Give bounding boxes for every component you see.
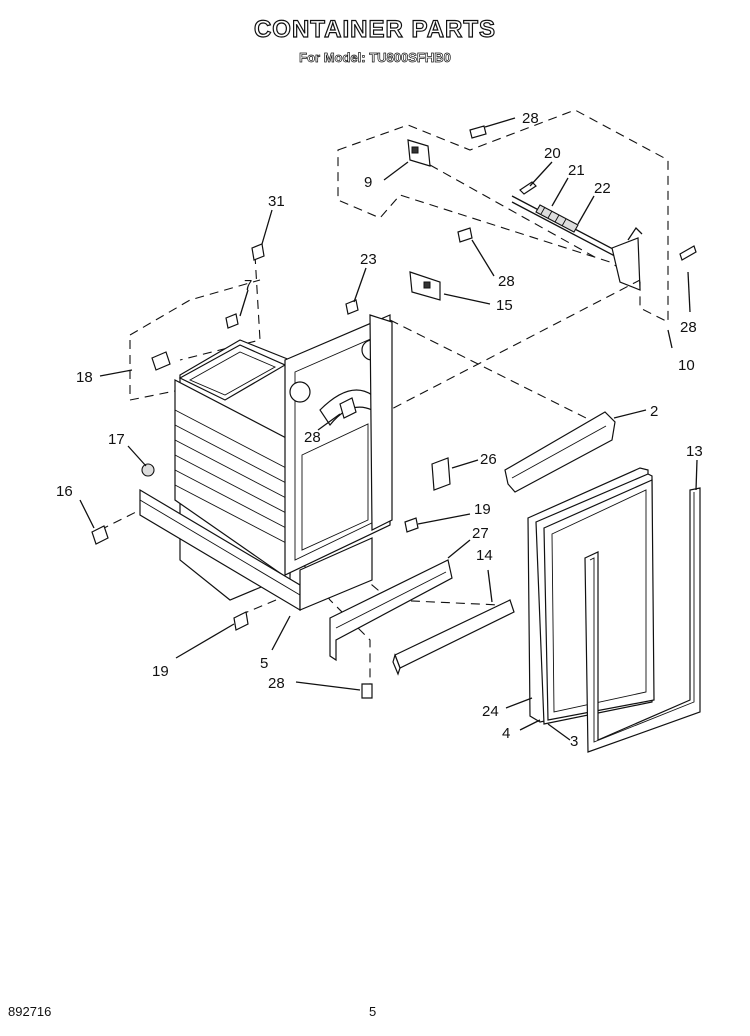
page-title: CONTAINER PARTS (253, 15, 497, 43)
bracket-part-27 (329, 559, 453, 662)
clip-part-26 (431, 457, 451, 491)
callout-22: 22 (594, 180, 611, 197)
callout-18: 18 (76, 369, 93, 386)
callout-28-mid: 28 (498, 273, 515, 290)
callout-31: 31 (268, 193, 285, 210)
handle-part-14 (392, 599, 515, 676)
callout-9: 9 (364, 174, 372, 191)
document-number: 892716 (8, 1004, 52, 1019)
screw-part-19-a (404, 517, 419, 533)
leader-lines (79, 117, 698, 741)
callout-27: 27 (472, 525, 489, 542)
callout-16: 16 (56, 483, 73, 500)
page-number: 5 (369, 1004, 377, 1019)
callout-20: 20 (544, 145, 561, 162)
callout-17: 17 (108, 431, 125, 448)
callout-7: 7 (244, 277, 252, 294)
callout-26: 26 (480, 451, 497, 468)
callout-2: 2 (650, 403, 658, 420)
callout-4: 4 (502, 725, 510, 742)
hinge-bracket-part-9 (407, 139, 431, 167)
spring-rod-assembly (511, 181, 643, 291)
callout-19-a: 19 (474, 501, 491, 518)
callout-15: 15 (496, 297, 513, 314)
container-cabinet (91, 243, 393, 612)
screw-part-28-top (469, 125, 487, 139)
callout-28-bottom: 28 (268, 675, 285, 692)
model-subtitle: For Model: TU800SFHB0 (299, 50, 451, 66)
callout-3: 3 (570, 733, 578, 750)
callout-14: 14 (476, 547, 493, 564)
callout-5: 5 (260, 655, 268, 672)
callout-24: 24 (482, 703, 499, 720)
callout-23: 23 (360, 251, 377, 268)
screw-part-28-mid (457, 227, 473, 243)
rail-part-2 (504, 411, 616, 493)
screw-part-28-right (679, 245, 697, 261)
screw-part-19-b (233, 611, 249, 631)
callout-19-b: 19 (152, 663, 169, 680)
screw-part-28-bottom (361, 683, 373, 699)
callout-21: 21 (568, 162, 585, 179)
callout-28-center: 28 (304, 429, 321, 446)
hinge-group-outline (337, 109, 669, 323)
gasket-part-13 (584, 487, 701, 753)
latch-part-15 (409, 271, 441, 301)
callout-13: 13 (686, 443, 703, 460)
callout-28-top: 28 (522, 110, 539, 127)
callout-28-right: 28 (680, 319, 697, 336)
callout-10: 10 (678, 357, 695, 374)
